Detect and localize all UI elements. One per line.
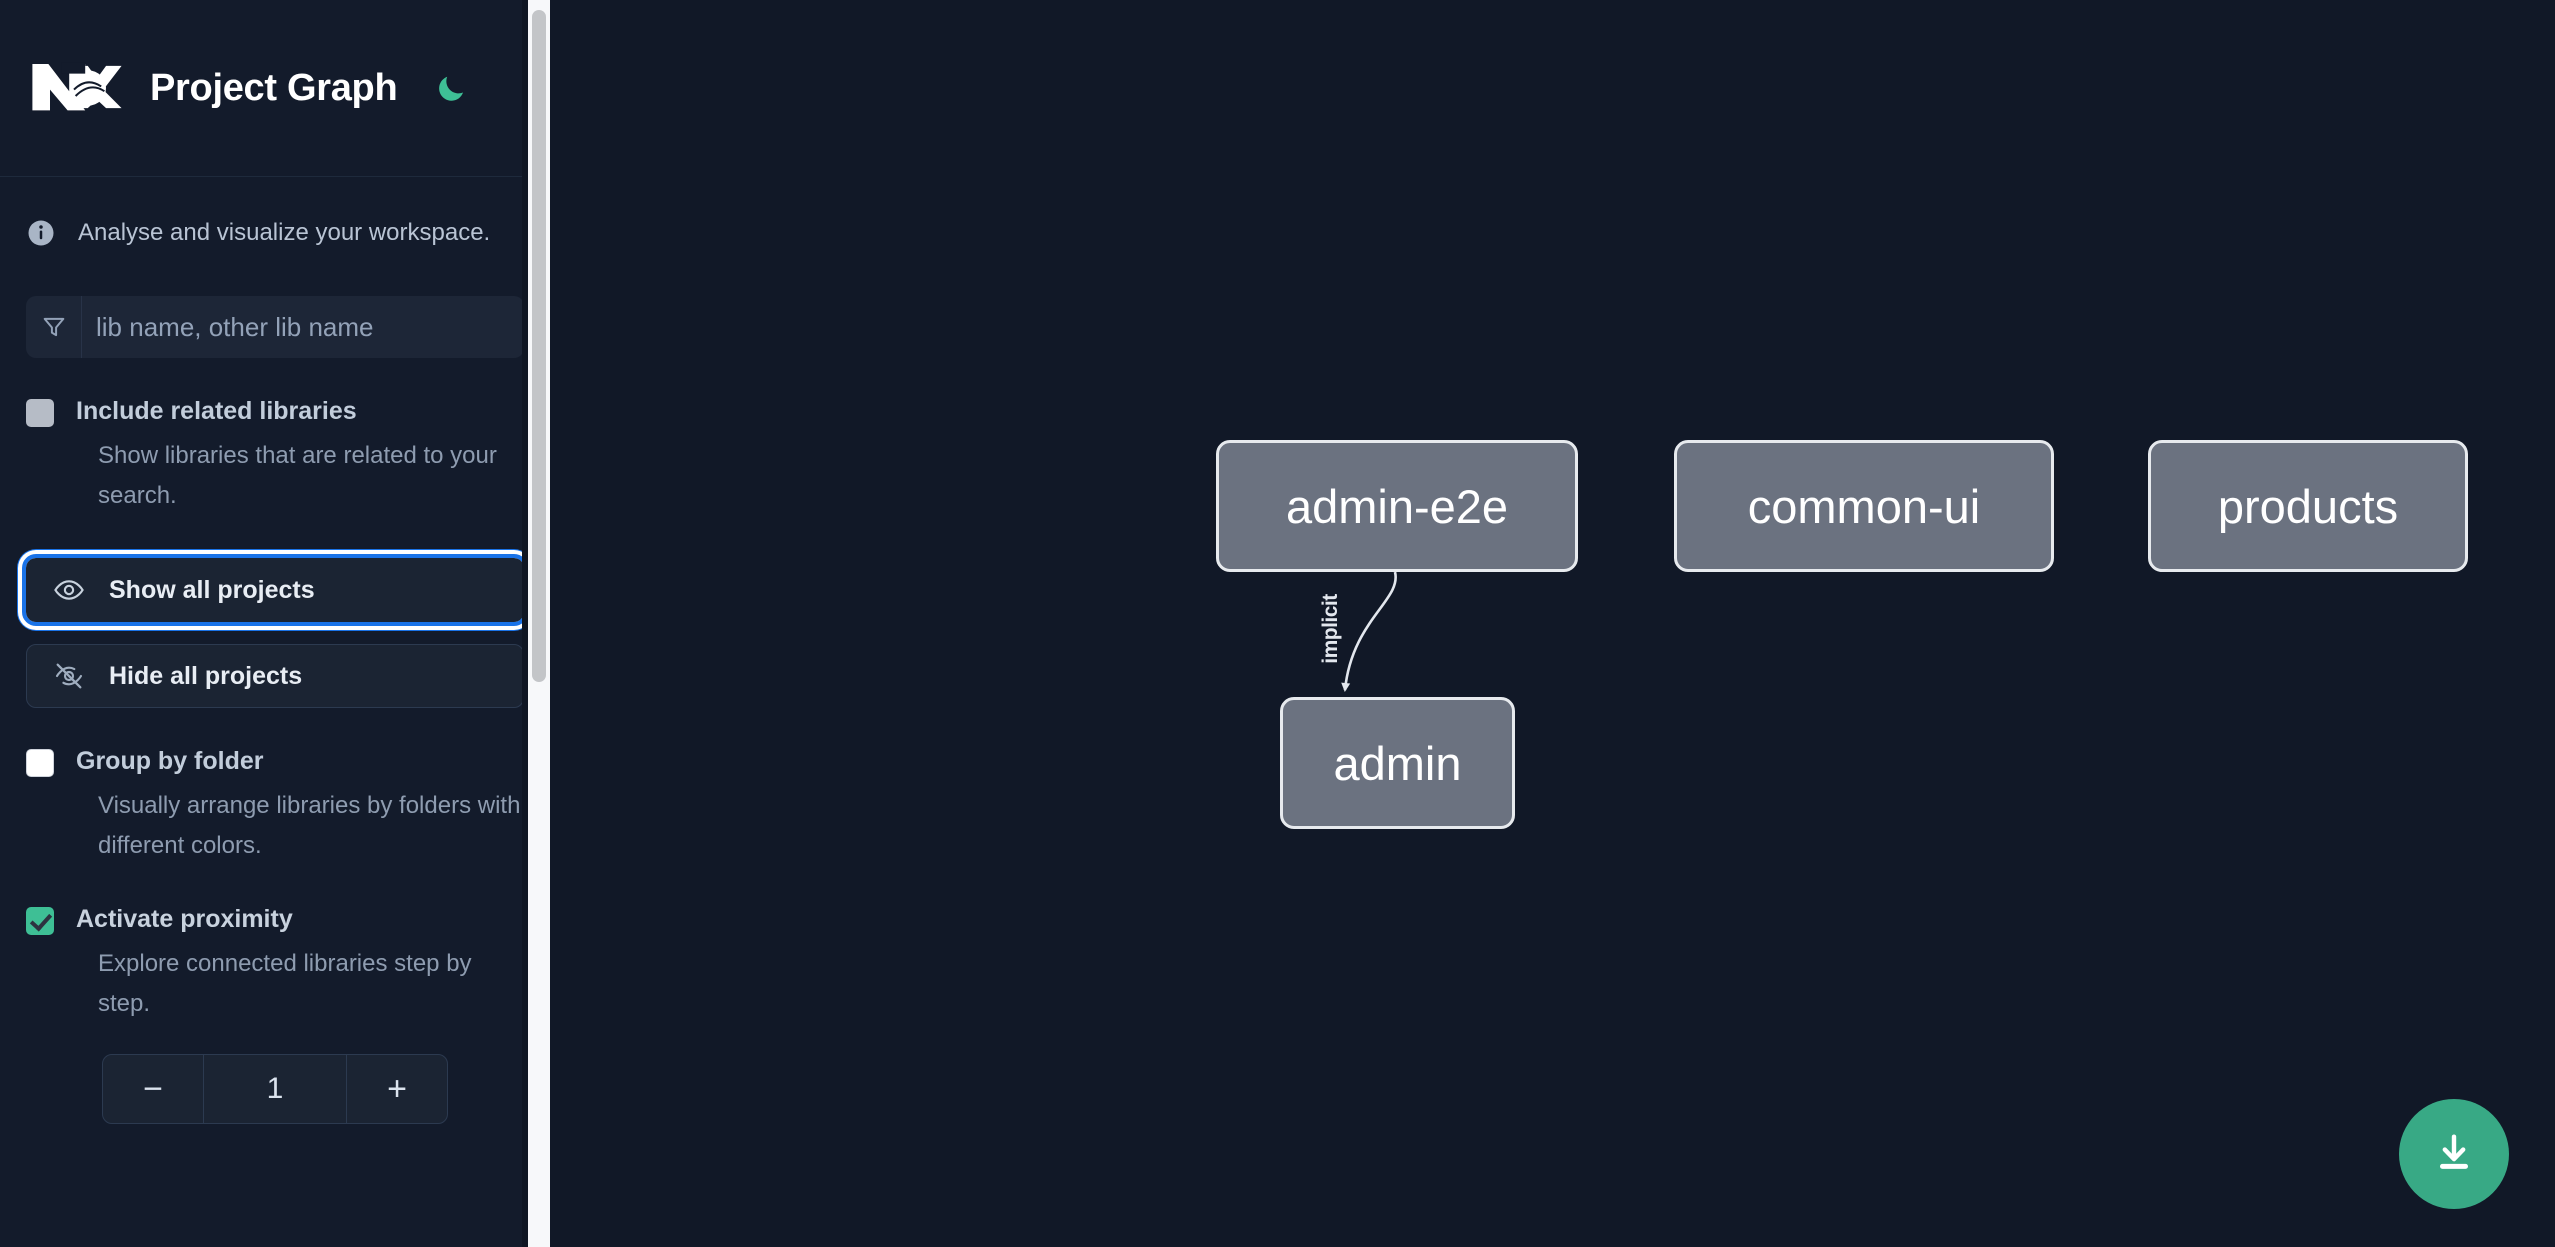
sidebar-scrollbar-thumb[interactable] bbox=[532, 10, 546, 682]
sidebar-scrollbar[interactable] bbox=[528, 0, 550, 1247]
proximity-increment-button[interactable]: + bbox=[347, 1055, 447, 1123]
search-input[interactable] bbox=[82, 296, 524, 358]
nx-logo bbox=[26, 56, 122, 120]
workspace-info: Analyse and visualize your workspace. bbox=[0, 177, 550, 253]
visibility-buttons: Show all projects Hide all projects bbox=[0, 516, 550, 708]
group-by-folder-label: Group by folder bbox=[76, 747, 264, 775]
eye-off-icon bbox=[53, 660, 87, 692]
search-box[interactable] bbox=[26, 296, 524, 358]
hide-all-projects-button[interactable]: Hide all projects bbox=[26, 644, 524, 708]
option-include-related-libraries: Include related libraries Show libraries… bbox=[0, 358, 550, 516]
activate-proximity-description: Explore connected libraries step by step… bbox=[98, 950, 472, 1017]
edge-label-admin-implicit: implicit bbox=[1318, 594, 1342, 664]
sidebar: Project Graph Analyse and visualize your… bbox=[0, 0, 550, 1247]
page-title: Project Graph bbox=[150, 66, 398, 109]
proximity-value: 1 bbox=[266, 1072, 284, 1105]
option-group-by-folder: Group by folder Visually arrange librari… bbox=[0, 708, 550, 866]
show-all-projects-label: Show all projects bbox=[109, 575, 315, 604]
proximity-stepper: − 1 + bbox=[102, 1054, 448, 1124]
stepper-divider bbox=[203, 1055, 204, 1123]
download-image-button[interactable] bbox=[2399, 1099, 2509, 1209]
download-icon bbox=[2431, 1130, 2477, 1179]
graph-node-admin-e2e[interactable]: admin-e2e bbox=[1216, 440, 1578, 572]
graph-canvas[interactable]: implicit implicit admin-e2e common-ui pr… bbox=[550, 0, 2555, 1247]
include-related-libraries-label: Include related libraries bbox=[76, 397, 357, 425]
group-by-folder-description: Visually arrange libraries by folders wi… bbox=[98, 792, 521, 859]
show-all-projects-button[interactable]: Show all projects bbox=[22, 554, 528, 626]
activate-proximity-checkbox[interactable] bbox=[26, 907, 54, 935]
proximity-decrement-button[interactable]: − bbox=[103, 1055, 203, 1123]
graph-node-admin[interactable]: admin bbox=[1280, 697, 1515, 829]
graph-node-products[interactable]: products bbox=[2148, 440, 2468, 572]
sidebar-edge bbox=[522, 0, 528, 1247]
stepper-divider bbox=[346, 1055, 347, 1123]
hide-all-projects-label: Hide all projects bbox=[109, 661, 303, 690]
info-text: Analyse and visualize your workspace. bbox=[78, 219, 491, 246]
graph-edges bbox=[1341, 571, 1397, 692]
include-related-libraries-description: Show libraries that are related to your … bbox=[98, 442, 497, 509]
activate-proximity-label: Activate proximity bbox=[76, 905, 293, 933]
info-icon bbox=[26, 218, 56, 248]
eye-icon bbox=[53, 574, 87, 606]
option-activate-proximity: Activate proximity Explore connected lib… bbox=[0, 866, 550, 1024]
group-by-folder-checkbox[interactable] bbox=[26, 749, 54, 777]
filter-icon bbox=[26, 296, 82, 358]
search-section bbox=[0, 253, 550, 358]
graph-node-common-ui[interactable]: common-ui bbox=[1674, 440, 2054, 572]
proximity-stepper-wrap: − 1 + bbox=[0, 1024, 550, 1124]
include-related-libraries-checkbox[interactable] bbox=[26, 399, 54, 427]
moon-icon[interactable] bbox=[431, 68, 471, 108]
app-header: Project Graph bbox=[0, 0, 550, 177]
